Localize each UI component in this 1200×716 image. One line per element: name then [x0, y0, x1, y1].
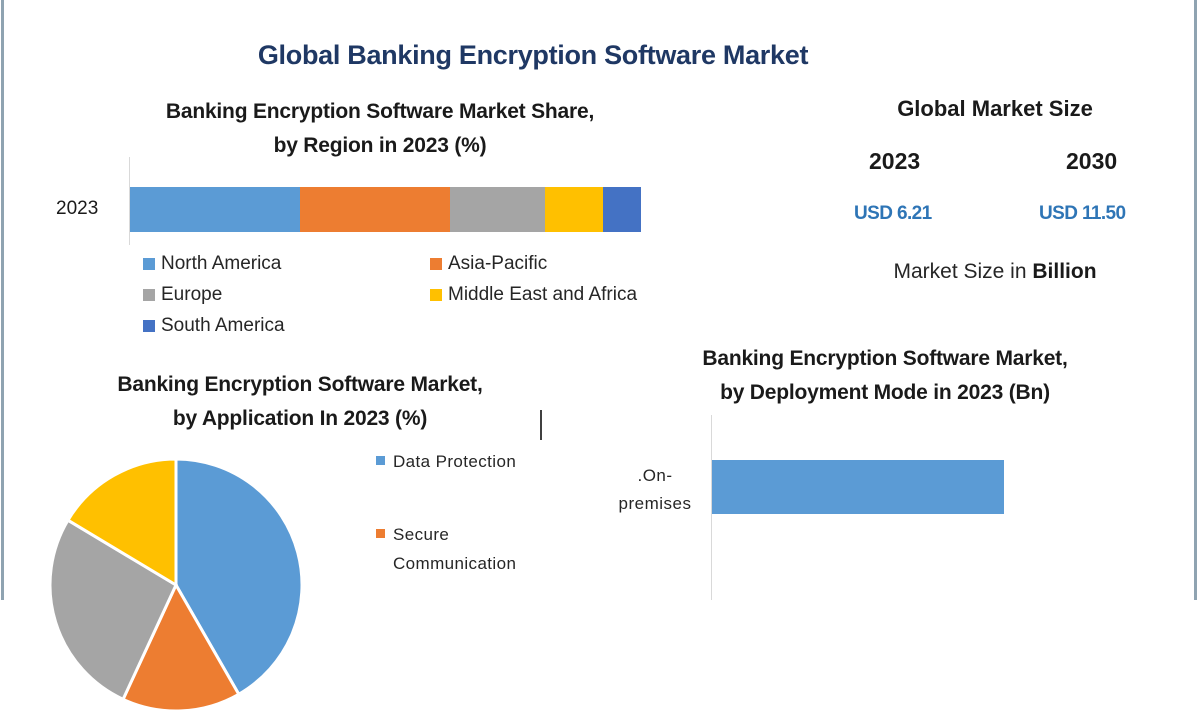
legend-item-north-america: North America: [143, 253, 281, 275]
legend-swatch: [376, 456, 385, 466]
market-size-year-start: 2023: [869, 148, 921, 174]
deployment-chart-axis: [711, 415, 712, 600]
bar-segment-north-america: [130, 187, 301, 232]
deployment-category-line1: .On-: [637, 466, 673, 485]
market-size-unit-bold: Billion: [1032, 260, 1097, 283]
legend-item-europe: Europe: [143, 284, 222, 306]
legend-swatch: [143, 289, 155, 301]
legend-label: Middle East and Africa: [448, 284, 638, 305]
pie-slice: [65, 457, 178, 588]
market-size-unit: Market Size in Billion: [840, 260, 1150, 284]
legend-item-data-protection: Data Protection: [376, 452, 516, 472]
application-chart-title-line2: by Application In 2023 (%): [172, 407, 428, 430]
region-chart-axis: [129, 157, 130, 245]
market-size-year-end: 2030: [1066, 148, 1118, 174]
region-chart-category-label: 2023: [56, 198, 99, 219]
legend-swatch: [143, 320, 155, 332]
market-size-value-end: USD 11.50: [1039, 203, 1126, 224]
legend-item-middle-east-africa: Middle East and Africa: [430, 284, 637, 306]
pie-graphic: [48, 457, 304, 713]
market-size-value-start: USD 6.21: [854, 203, 932, 224]
application-chart-title-line1: Banking Encryption Software Market,: [117, 373, 483, 396]
market-size-unit-prefix: Market Size in: [893, 260, 1033, 283]
bar-segment-middle-east-and-africa: [545, 187, 604, 232]
legend-label: Secure: [393, 525, 450, 544]
legend-item-secure-communication-line2: Communication: [393, 554, 516, 574]
region-chart-title-line2: by Region in 2023 (%): [273, 134, 487, 157]
deployment-chart-title-line1: Banking Encryption Software Market,: [702, 347, 1068, 370]
deployment-category-line2: premises: [618, 494, 692, 513]
bar-segment-south-america: [603, 187, 641, 232]
legend-swatch: [430, 258, 442, 270]
deployment-chart-title: Banking Encryption Software Market, by D…: [640, 342, 1130, 410]
legend-swatch: [430, 289, 442, 301]
region-chart-title: Banking Encryption Software Market Share…: [100, 95, 660, 163]
application-pie: [48, 457, 304, 713]
bar-segment-asia-pacific: [300, 187, 451, 232]
legend-label: Asia-Pacific: [448, 253, 548, 274]
application-chart-title: Banking Encryption Software Market, by A…: [90, 368, 510, 436]
deployment-chart-title-line2: by Deployment Mode in 2023 (Bn): [720, 381, 1050, 404]
deployment-category-label: .On- premises: [610, 462, 700, 518]
bar-segment-europe: [450, 187, 546, 232]
legend-label: Data Protection: [393, 452, 517, 471]
deployment-bar-on-premises: [712, 460, 1004, 514]
legend-item-secure-communication: Secure: [376, 525, 449, 545]
legend-label: South America: [161, 315, 285, 336]
legend-swatch: [376, 529, 385, 539]
region-chart-title-line1: Banking Encryption Software Market Share…: [165, 100, 595, 123]
legend-swatch: [143, 258, 155, 270]
legend-item-asia-pacific: Asia-Pacific: [430, 253, 547, 275]
frame-border-right: [1194, 0, 1197, 600]
legend-label: Europe: [161, 284, 223, 305]
legend-label: Communication: [393, 554, 517, 573]
divider-mark: [540, 410, 542, 440]
market-size-title: Global Market Size: [897, 96, 1093, 121]
region-stacked-bar: [130, 187, 641, 232]
legend-label: North America: [161, 253, 282, 274]
page-title: Global Banking Encryption Software Marke…: [257, 40, 809, 70]
legend-item-south-america: South America: [143, 315, 285, 337]
frame-border-left: [1, 0, 4, 600]
